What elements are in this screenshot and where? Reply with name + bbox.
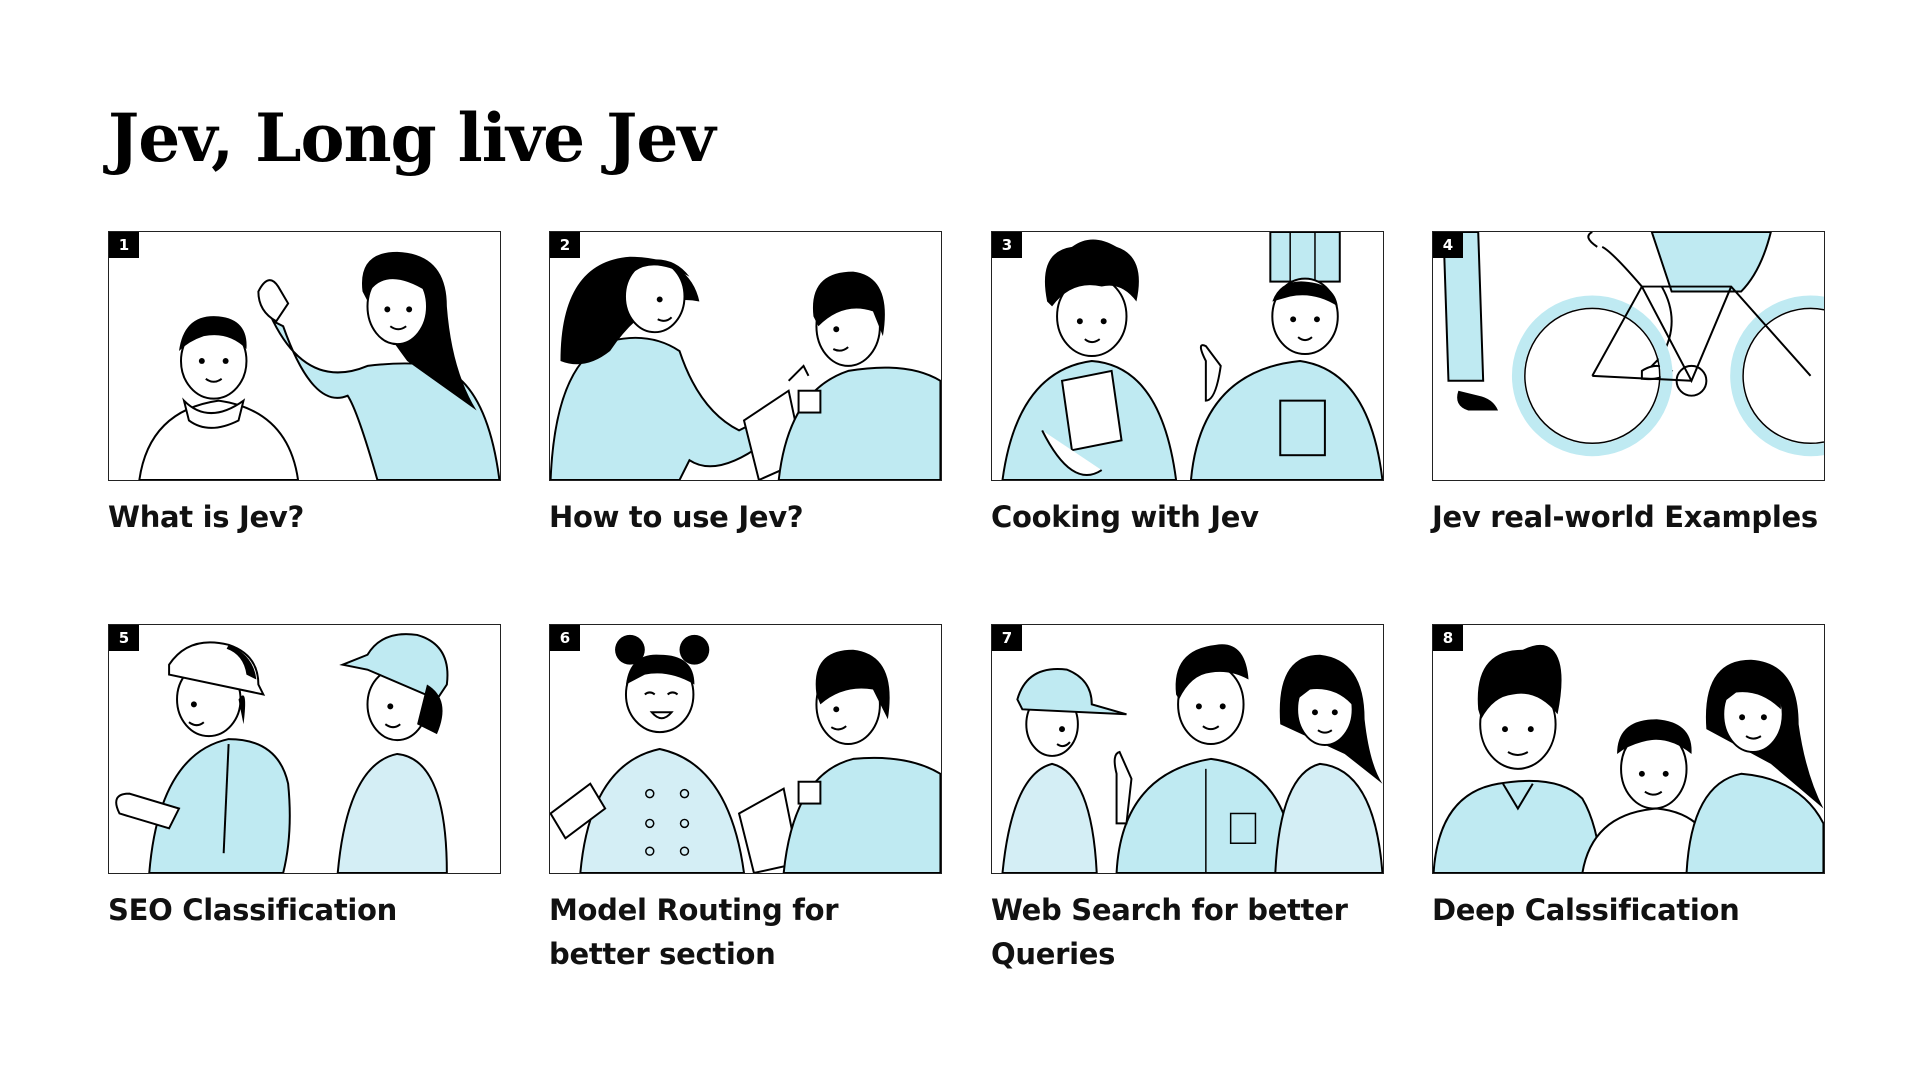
bicycle-rider-icon (1442, 232, 1824, 457)
girl-chef-and-man-with-coffee-icon (550, 634, 941, 873)
card-5[interactable]: 5 SEO Classification (108, 624, 501, 932)
card-8[interactable]: 8 Deep Calssification (1432, 624, 1825, 932)
woman-and-man-with-coffee-icon (550, 256, 941, 480)
card-number-badge: 1 (109, 232, 139, 258)
two-people-with-caps-icon (115, 633, 449, 873)
card-number-badge: 5 (109, 625, 139, 651)
card-label[interactable]: Cooking with Jev (991, 500, 1259, 534)
boy-and-woman-presenting-icon (138, 251, 500, 480)
page-title: Jev, Long live Jev (108, 99, 716, 177)
card-6[interactable]: 6 Model Routing f (549, 624, 942, 976)
card-label[interactable]: What is Jev? (108, 500, 305, 534)
three-people-talking-icon (1001, 644, 1383, 873)
card-number-badge: 4 (1433, 232, 1463, 258)
card-label[interactable]: How to use Jev? (549, 500, 804, 534)
three-people-portrait-icon (1433, 644, 1824, 873)
card-label[interactable]: Web Search for better Queries (991, 893, 1348, 971)
card-4[interactable]: 4 Jev real-world Examples (1432, 231, 1825, 539)
card-2[interactable]: 2 How to use Jev? (549, 231, 942, 539)
card-thumbnail[interactable]: 1 (108, 231, 501, 481)
card-thumbnail[interactable]: 7 (991, 624, 1384, 874)
card-label[interactable]: SEO Classification (108, 893, 397, 927)
card-thumbnail[interactable]: 6 (549, 624, 942, 874)
card-3[interactable]: 3 Cooking with Jev (991, 231, 1384, 539)
card-number-badge: 2 (550, 232, 580, 258)
card-number-badge: 8 (1433, 625, 1463, 651)
card-number-badge: 3 (992, 232, 1022, 258)
card-thumbnail[interactable]: 3 (991, 231, 1384, 481)
card-1[interactable]: 1 What is Jev? (108, 231, 501, 539)
card-label[interactable]: Model Routing for better section (549, 893, 839, 971)
card-thumbnail[interactable]: 4 (1432, 231, 1825, 481)
card-thumbnail[interactable]: 8 (1432, 624, 1825, 874)
curly-boy-and-chef-icon (1001, 232, 1383, 480)
card-thumbnail[interactable]: 5 (108, 624, 501, 874)
card-thumbnail[interactable]: 2 (549, 231, 942, 481)
card-number-badge: 7 (992, 625, 1022, 651)
card-number-badge: 6 (550, 625, 580, 651)
card-label[interactable]: Deep Calssification (1432, 893, 1740, 927)
card-7[interactable]: 7 Web Search for better Queries (991, 624, 1384, 976)
card-label[interactable]: Jev real-world Examples (1432, 500, 1818, 534)
